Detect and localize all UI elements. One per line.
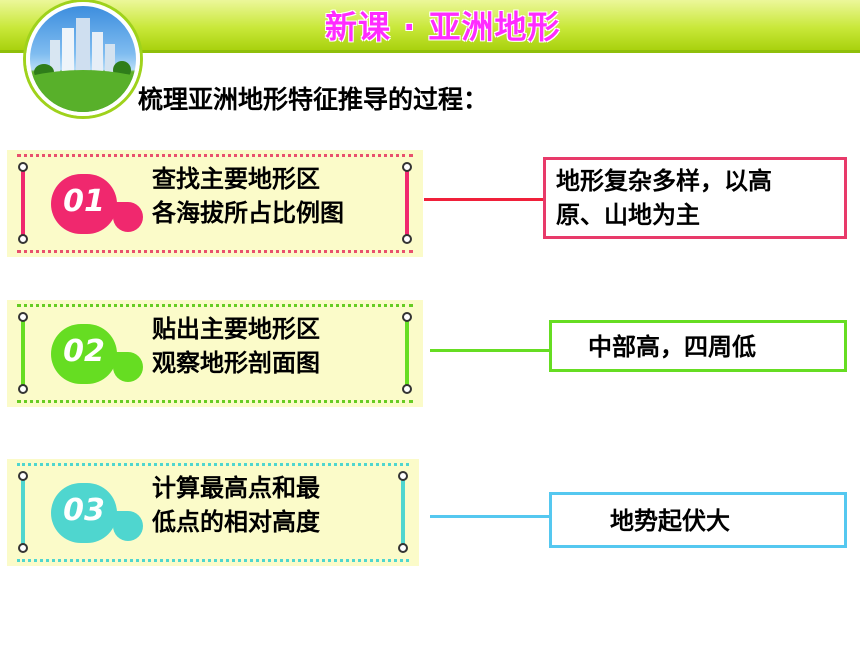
step-text: 贴出主要地形区 观察地形剖面图 (152, 312, 320, 380)
card-divider (17, 400, 413, 403)
step-text: 计算最高点和最 低点的相对高度 (152, 471, 320, 539)
step-number: 01 (63, 184, 105, 219)
result-text-line: 地势起伏大 (610, 507, 730, 535)
scroll-bar-left (18, 312, 28, 394)
card-divider (17, 463, 409, 466)
scroll-bar-right (402, 312, 412, 394)
card-divider (17, 304, 413, 307)
step-text-line: 计算最高点和最 (152, 474, 320, 502)
result-text-line: 地形复杂多样，以高 (556, 167, 772, 195)
step-text: 查找主要地形区 各海拔所占比例图 (152, 162, 344, 230)
connector-line-2 (430, 349, 550, 352)
step-number: 03 (63, 493, 105, 528)
card-divider (17, 559, 409, 562)
subtitle: 梳理亚洲地形特征推导的过程： (138, 85, 489, 114)
step-number-badge: 02 (51, 324, 117, 384)
result-box-3: 地势起伏大 (549, 492, 847, 548)
connector-line-3 (430, 515, 550, 518)
city-landscape-icon (26, 2, 140, 116)
scroll-bar-right (398, 471, 408, 553)
drop-shape (113, 352, 143, 382)
scroll-bar-left (18, 471, 28, 553)
step-text-line: 查找主要地形区 (152, 165, 320, 193)
title-bar: 新课 · 亚洲地形 (0, 0, 860, 53)
step-card-1: 01 查找主要地形区 各海拔所占比例图 (7, 150, 423, 257)
step-card-3: 03 计算最高点和最 低点的相对高度 (7, 459, 419, 566)
step-text-line: 观察地形剖面图 (152, 349, 320, 377)
step-number-badge: 01 (51, 174, 117, 234)
page-title: 新课 · 亚洲地形 (325, 8, 561, 46)
scroll-bar-left (18, 162, 28, 244)
step-number-badge: 03 (51, 483, 117, 543)
result-box-2: 中部高，四周低 (549, 320, 847, 372)
drop-shape (113, 202, 143, 232)
result-box-1: 地形复杂多样，以高 原、山地为主 (543, 157, 847, 239)
step-text-line: 各海拔所占比例图 (152, 199, 344, 227)
step-number: 02 (63, 334, 105, 369)
step-text-line: 贴出主要地形区 (152, 315, 320, 343)
result-text-line: 原、山地为主 (556, 201, 700, 229)
drop-shape (113, 511, 143, 541)
connector-line-1 (424, 198, 544, 201)
scroll-bar-right (402, 162, 412, 244)
result-text-line: 中部高，四周低 (588, 333, 756, 361)
step-text-line: 低点的相对高度 (152, 508, 320, 536)
card-divider (17, 250, 413, 253)
step-card-2: 02 贴出主要地形区 观察地形剖面图 (7, 300, 423, 407)
card-divider (17, 154, 413, 157)
